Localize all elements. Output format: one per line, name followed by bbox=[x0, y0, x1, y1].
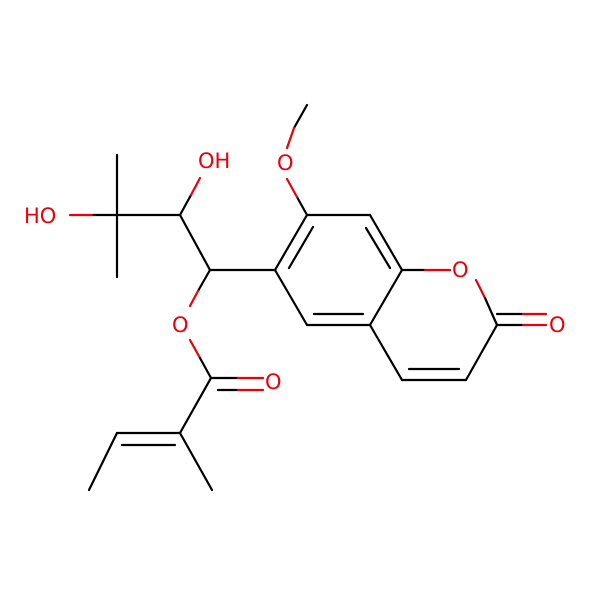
bond-c-oh-red bbox=[189, 176, 202, 197]
label-o-carbonyl-ring: O bbox=[549, 313, 566, 337]
bond-ring-inner1 bbox=[287, 225, 315, 270]
bond-o-c2-red bbox=[474, 278, 487, 300]
bond-ring-a3 bbox=[368, 213, 404, 272]
bond-choh-chester bbox=[178, 213, 212, 272]
bond-ring-a6 bbox=[273, 268, 309, 327]
label-oh-top: OH bbox=[198, 149, 230, 173]
bond-c-oh-black bbox=[178, 193, 193, 217]
bond-oester-c-black bbox=[198, 356, 213, 380]
label-o-ring: O bbox=[452, 258, 469, 282]
label-o-ester: O bbox=[172, 313, 189, 337]
bond-c4a-c4 bbox=[368, 323, 404, 382]
bond-o-ch3-red bbox=[285, 126, 296, 150]
bond-methoxy-ch3 bbox=[292, 103, 309, 130]
oxygen-bonds bbox=[68, 126, 548, 392]
label-ho-left: HO bbox=[24, 204, 56, 228]
bond-alpha-methyl bbox=[178, 431, 214, 492]
bond-c7-o-red bbox=[285, 177, 299, 199]
bond-ch-oester-black bbox=[196, 268, 212, 293]
bond-c7-o-black bbox=[295, 195, 309, 217]
bond-ester-calpha bbox=[178, 376, 213, 435]
atom-labels: OH HO O O O O O bbox=[24, 149, 566, 394]
bond-ethylidene-methyl bbox=[87, 431, 119, 492]
bond-ring-a1 bbox=[273, 213, 309, 272]
bond-o-c2-black bbox=[483, 296, 499, 327]
bond-ring-inner2 bbox=[364, 226, 392, 270]
carbon-bonds bbox=[87, 103, 499, 492]
bond-ch-oester-red bbox=[188, 289, 200, 308]
label-o-carbonyl-ester: O bbox=[265, 370, 282, 394]
bond-ring-a4 bbox=[368, 268, 404, 327]
label-o-methoxy: O bbox=[277, 151, 294, 175]
bond-oester-c-red bbox=[188, 338, 202, 360]
bond-c3-c2 bbox=[464, 323, 499, 382]
